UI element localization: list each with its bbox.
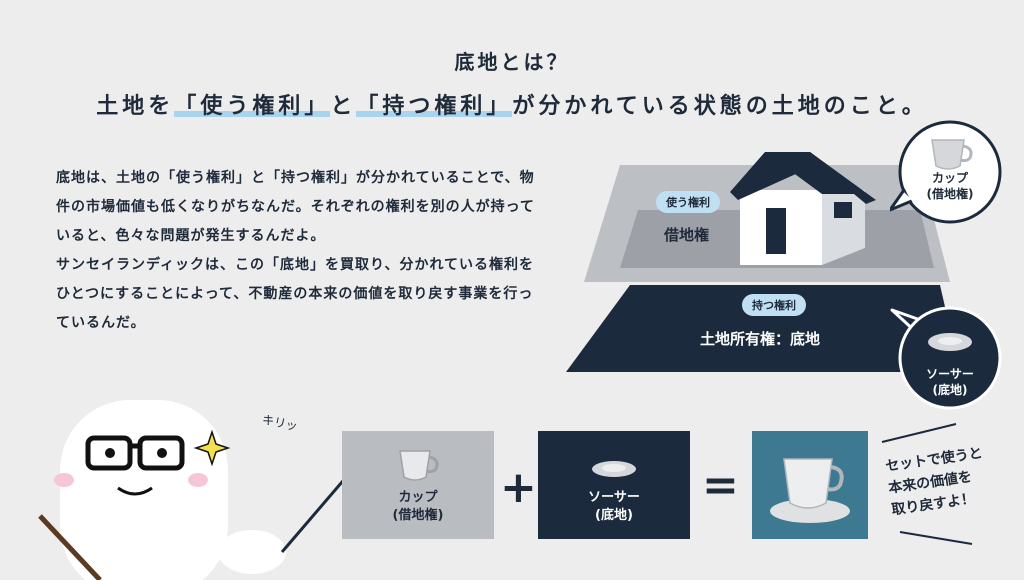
cup-bubble-shape xyxy=(890,120,1002,224)
cup-bubble-label: カップ (借地権) xyxy=(906,168,994,204)
cup-bubble-line2: (借地権) xyxy=(926,187,974,201)
house-icon xyxy=(730,152,876,265)
saucer-box: ソーサー (底地) xyxy=(538,431,690,539)
explanation-paragraph-1: 底地は、土地の「使う権利」と「持つ権利」が分かれていることで、物件の市場価値も低… xyxy=(56,170,535,244)
cup-box-line2: (借地権) xyxy=(392,508,444,523)
saucer-bubble-label: ソーサー (底地) xyxy=(906,362,994,402)
saucer-bubble-shape xyxy=(890,306,1002,410)
note-lines xyxy=(881,423,973,545)
plus-sign: + xyxy=(500,462,537,513)
saucer-box-line1: ソーサー xyxy=(588,490,640,505)
cup-bubble-line1: カップ xyxy=(931,171,968,185)
cup-box: カップ (借地権) xyxy=(342,431,494,539)
cup-box-line1: カップ xyxy=(398,490,438,505)
title-and: と xyxy=(330,94,357,119)
title-suffix: が分かれている状態の土地のこと。 xyxy=(512,94,928,119)
mascot xyxy=(38,400,286,580)
ownership-layer xyxy=(566,285,960,372)
use-right-pill: 使う権利 xyxy=(656,191,720,213)
glasses-icon xyxy=(85,435,185,471)
cup-and-saucer-icon xyxy=(770,458,850,523)
page-title: 土地を「使う権利」と「持つ権利」が分かれている状態の土地のこと。 xyxy=(0,88,1024,120)
explanation-text: 底地は、土地の「使う権利」と「持つ権利」が分かれていることで、物件の市場価値も低… xyxy=(56,164,546,338)
title-right-use: 「使う権利」 xyxy=(174,94,331,119)
own-right-pill: 持つ権利 xyxy=(742,294,806,316)
sparkle-icon xyxy=(193,429,231,467)
mascot-illustration xyxy=(38,400,356,580)
saucer-icon xyxy=(928,333,972,351)
own-right-label: 土地所有権：底地 xyxy=(700,330,821,348)
saucer-bubble-line1: ソーサー xyxy=(926,367,974,381)
cup-icon xyxy=(931,139,973,170)
page-question: 底地とは？ xyxy=(454,50,570,74)
saucer-icon xyxy=(592,461,636,477)
explanation-paragraph-2: サンセイランディックは、この「底地」を買取り、分かれている権利をひとつにすること… xyxy=(56,257,535,331)
title-prefix: 土地を xyxy=(96,94,175,119)
cup-saucer-set-box xyxy=(752,431,868,539)
use-right-label: 借地権 xyxy=(664,226,710,244)
set-value-note: セットで使うと 本来の価値を 取り戻すよ！ xyxy=(884,442,990,521)
saucer-bubble-line2: (底地) xyxy=(932,383,968,397)
equals-sign: = xyxy=(702,460,739,511)
saucer-box-line2: (底地) xyxy=(595,508,633,523)
cup-icon xyxy=(399,450,439,481)
title-right-own: 「持つ権利」 xyxy=(356,94,513,119)
